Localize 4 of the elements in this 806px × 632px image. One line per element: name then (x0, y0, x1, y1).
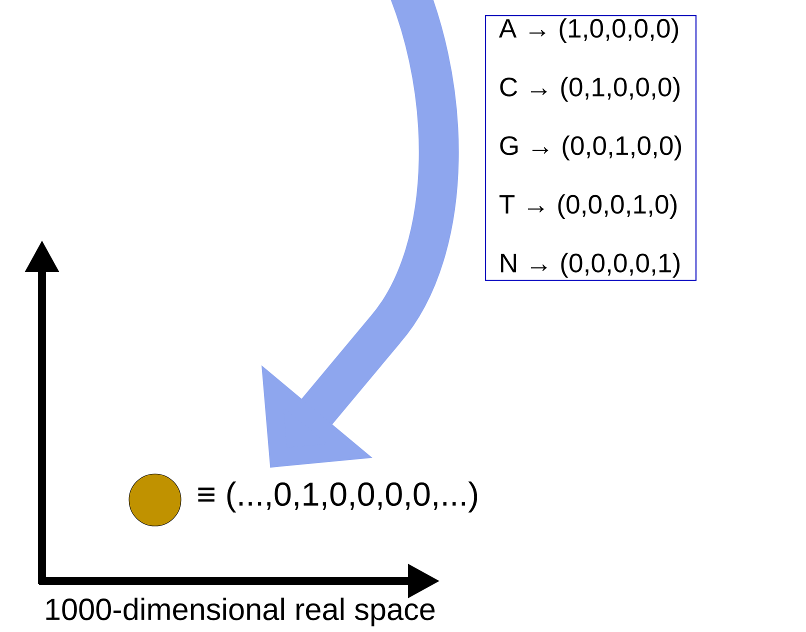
mapping-box: A → (1,0,0,0,0) C → (0,1,0,0,0) G → (0,0,1,0,0) T → (0,0,0,1,0) N → (0,0,0,0,1) (485, 15, 697, 281)
vector-text: ≡ (...,0,1,0,0,0,0,...) (198, 481, 478, 513)
dot (128, 474, 182, 526)
axis-label: 1000-dimensional real space (46, 598, 435, 626)
